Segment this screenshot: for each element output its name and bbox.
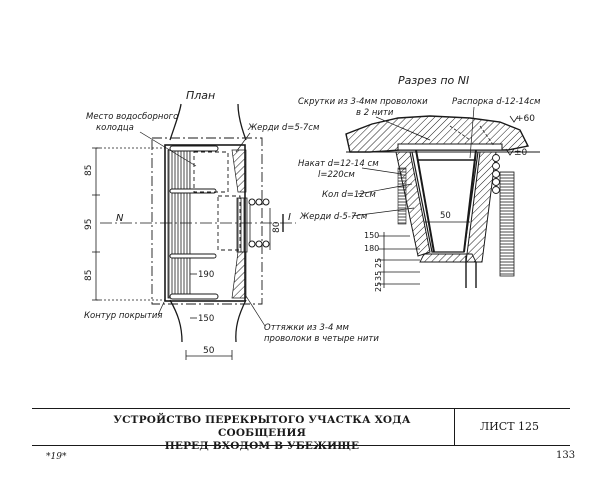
plan-dim-80: 80	[272, 221, 282, 233]
label-roof-outline: Контур покрытия	[84, 311, 162, 321]
section-level-ticks	[378, 235, 420, 285]
level-plus60-mark	[509, 115, 519, 123]
trench-bottom	[419, 253, 477, 263]
plan-dim-50: 50	[203, 346, 215, 356]
label-twists-line1: Скрутки из 3-4мм проволоки	[298, 97, 428, 107]
level-zero-mark	[505, 148, 515, 156]
leader-roof-outline	[157, 301, 165, 316]
section-mark-left: N	[116, 213, 124, 224]
poles-wedge-top	[231, 149, 247, 193]
trench-inner	[411, 151, 479, 253]
label-rollout-line1: Накат d=12-14 см	[298, 159, 379, 169]
well-outline	[193, 151, 229, 193]
leader-poles-section	[351, 207, 415, 217]
section-mark-right: I	[288, 212, 291, 223]
plan-dim-95: 95	[84, 219, 94, 230]
label-ties-line1: Оттяжки из 3-4 мм	[264, 323, 349, 333]
plan-dim-190: 190	[198, 270, 214, 280]
poles-wedge-bottom	[231, 251, 247, 299]
log-top	[169, 145, 219, 152]
section-title: Разрез по NI	[398, 74, 469, 87]
poles-left	[167, 149, 191, 299]
plan-dim-ticks	[92, 147, 165, 301]
page-number: 133	[556, 450, 576, 461]
title-block-divider	[454, 409, 456, 445]
leader-ties	[245, 295, 266, 327]
plan-dim-150: 150	[198, 314, 214, 324]
plan-view: План N I	[84, 89, 379, 360]
section-level-180: 180	[364, 244, 379, 253]
roof-boards	[397, 143, 503, 151]
level-plus60: +60	[516, 114, 535, 124]
footer-mark: *19*	[46, 452, 67, 462]
plan-dim-85-top: 85	[84, 165, 94, 176]
section-view: Разрез по NI +60 ±0	[298, 74, 541, 292]
stake-right	[463, 149, 477, 253]
leader-twists	[375, 116, 431, 141]
ties-circles	[248, 198, 270, 248]
label-brace: Распорка d-12-14см	[452, 97, 541, 107]
label-well-line1: Место водосборного	[86, 112, 178, 122]
drawing-title-line2: ПЕРЕД ВХОДОМ В УБЕЖИЩЕ	[164, 440, 360, 452]
ground-roof-mass	[345, 115, 530, 153]
sheet-number: ЛИСТ 125	[480, 420, 540, 433]
leader-well	[139, 131, 197, 167]
rollout-right	[236, 197, 248, 253]
level-zero: ±0	[514, 148, 528, 158]
section-dim-25-b: 25	[374, 282, 383, 292]
label-poles-top: Жерди d=5-7см	[247, 123, 320, 133]
roof-outline	[151, 137, 263, 305]
drawing-title: УСТРОЙСТВО ПЕРЕКРЫТОГО УЧАСТКА ХОДА СООБ…	[92, 414, 432, 453]
log-mid-1	[169, 188, 217, 194]
leader-rollout	[361, 167, 403, 175]
log-bottom	[169, 293, 219, 300]
section-dim-50: 50	[440, 211, 451, 221]
section-dim-25-a: 25	[374, 258, 383, 268]
leader-poles-top	[235, 132, 251, 153]
plan-title: План	[186, 89, 215, 102]
section-dim-35: 35	[374, 271, 383, 281]
label-poles-section: Жерди d-5-7см	[299, 212, 368, 222]
drawing-title-line1: УСТРОЙСТВО ПЕРЕКРЫТОГО УЧАСТКА ХОДА СООБ…	[113, 414, 411, 439]
leader-brace	[469, 106, 475, 159]
label-well-line2: колодца	[96, 123, 134, 133]
trench-top-outline	[169, 103, 247, 141]
label-twists-line2: в 2 нити	[356, 108, 394, 118]
log-mid-2	[169, 253, 217, 259]
rollout-right-block	[499, 171, 515, 277]
stake-left	[415, 149, 435, 253]
rollout-logs	[492, 154, 500, 194]
leader-stake	[357, 183, 413, 195]
label-ties-line2: проволоки в четыре нити	[264, 334, 379, 344]
section-level-150: 150	[364, 231, 379, 240]
plan-dim-85-bottom: 85	[84, 270, 94, 281]
label-stake: Кол d=12см	[322, 190, 376, 200]
title-block: УСТРОЙСТВО ПЕРЕКРЫТОГО УЧАСТКА ХОДА СООБ…	[32, 408, 570, 452]
label-rollout-line2: l=220см	[318, 170, 355, 180]
trench-wall-right	[465, 151, 497, 263]
rollout-left-block	[397, 167, 407, 225]
